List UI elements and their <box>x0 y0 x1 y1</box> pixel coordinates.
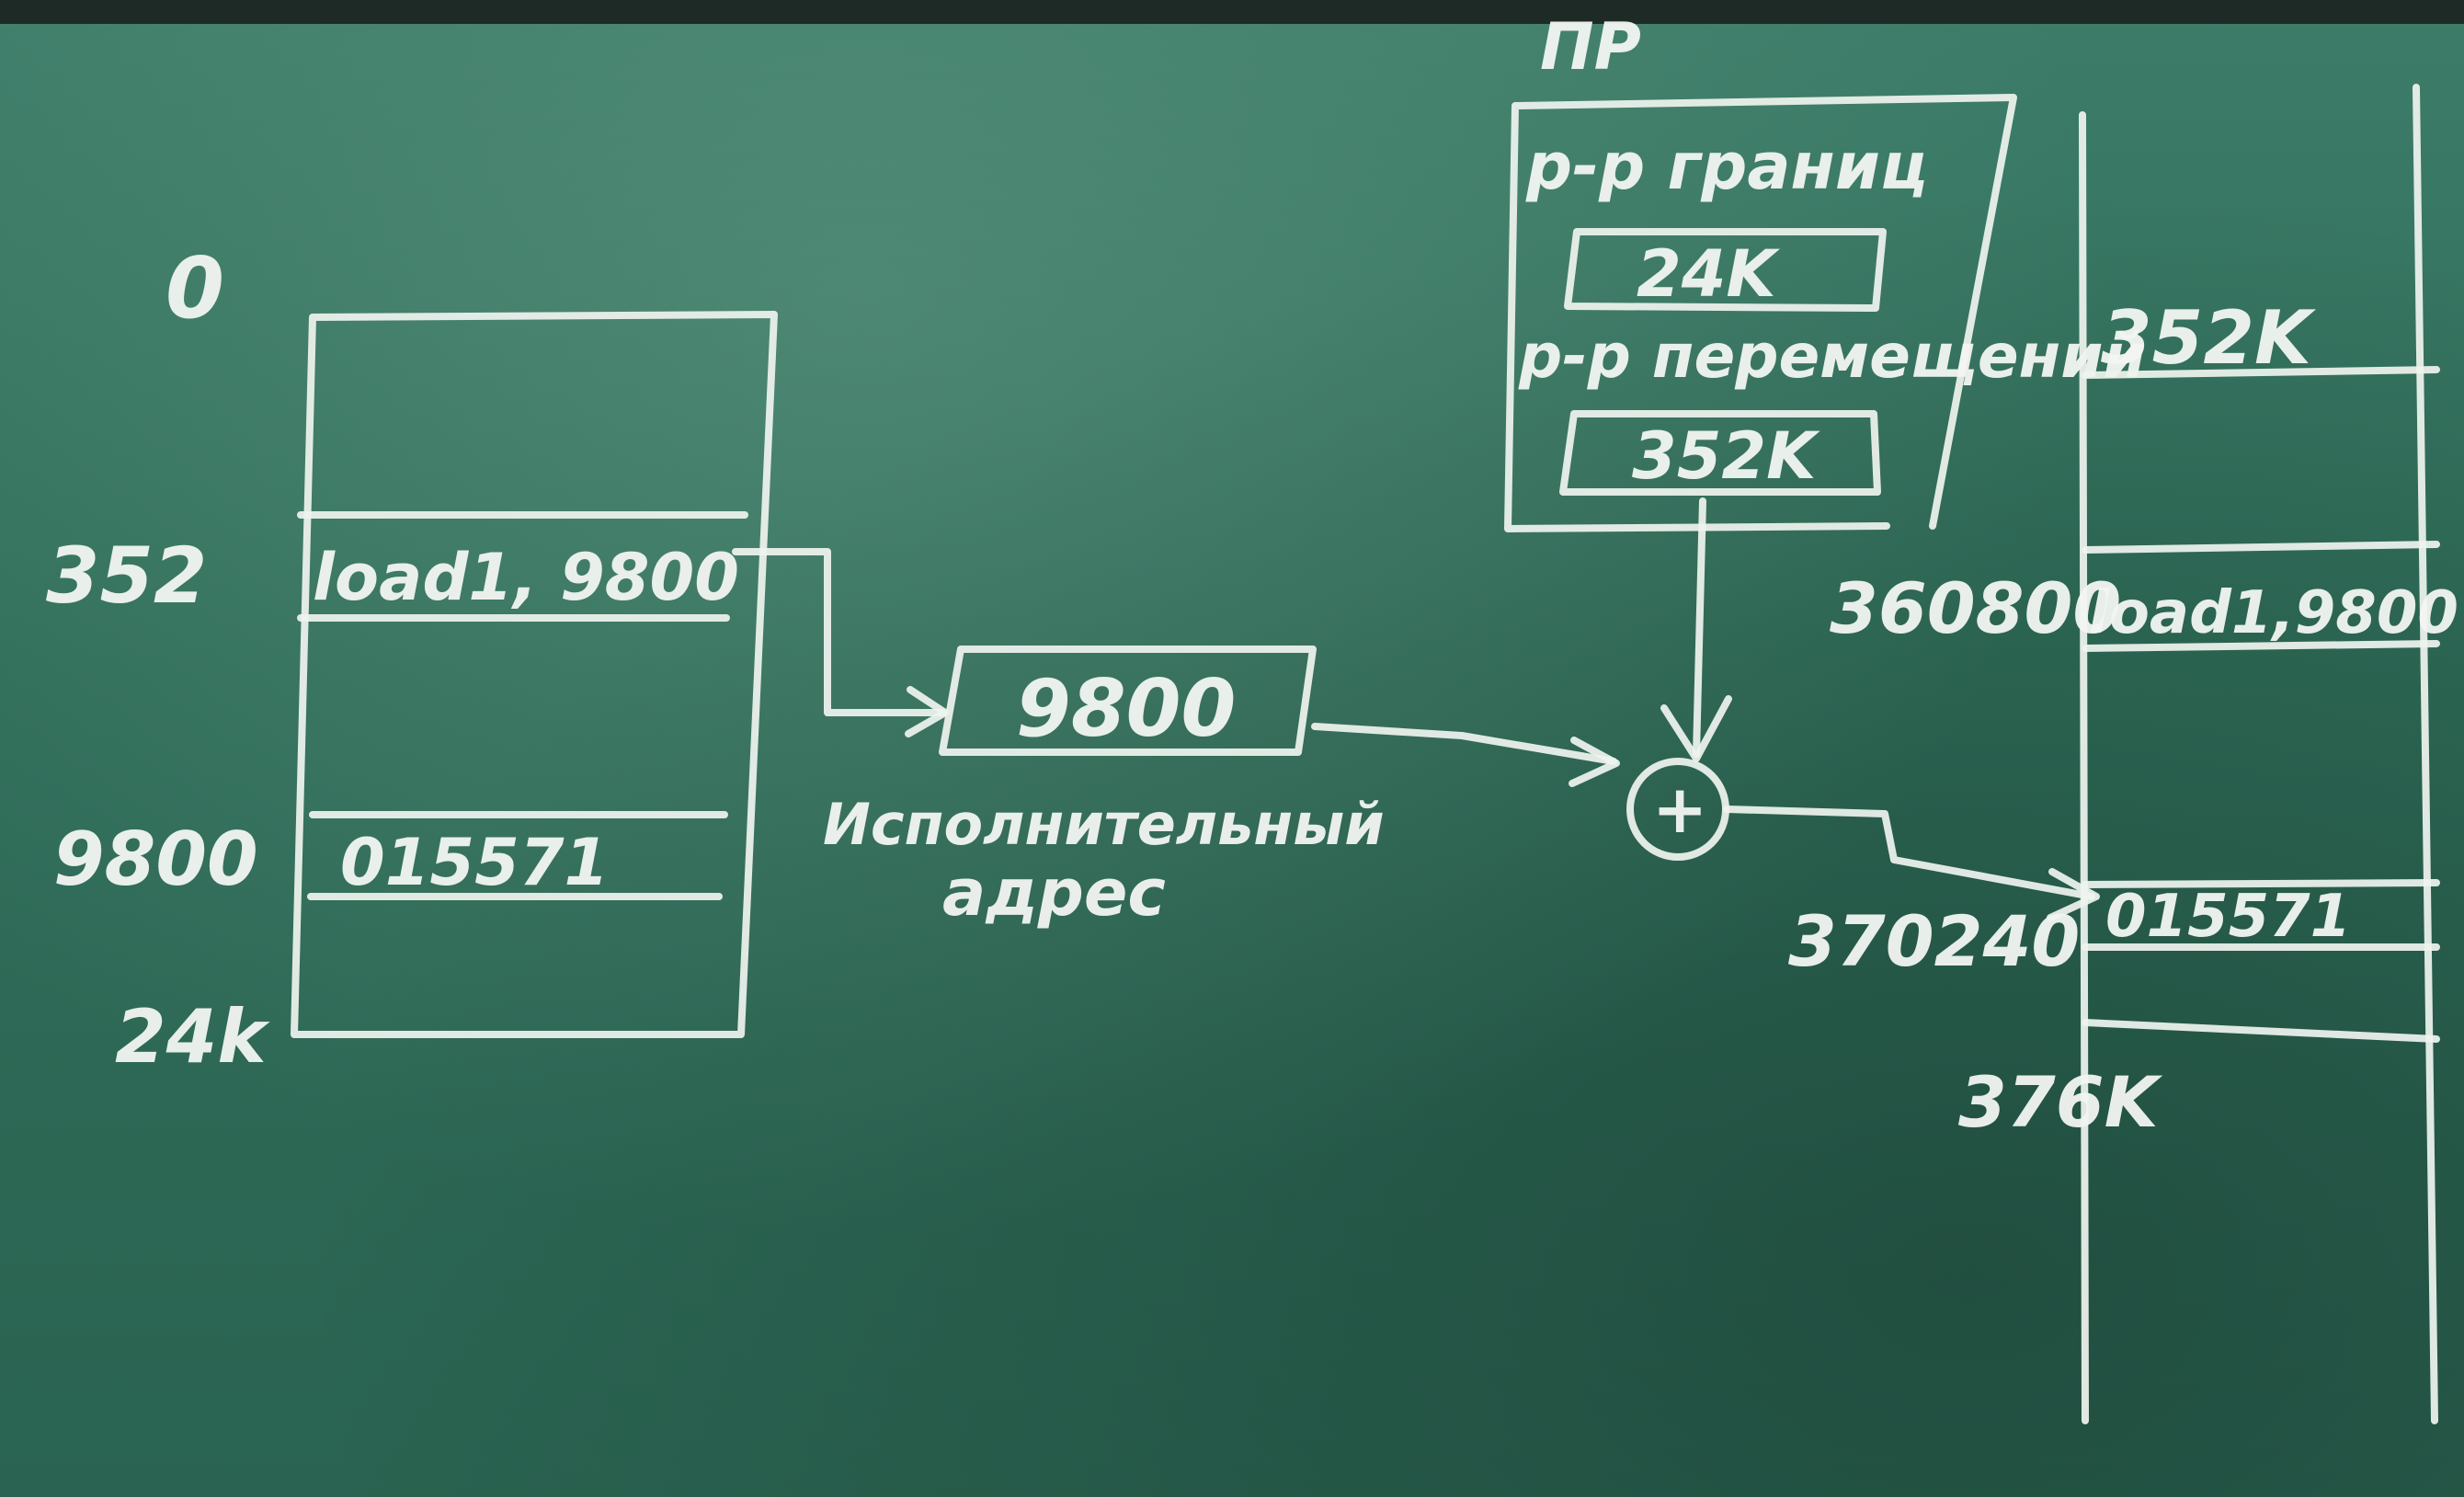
effective-address-label-line2: адрес <box>942 855 1166 931</box>
physical-memory: 352K 360800 370240 376K load1,9800 01557… <box>1788 84 2458 1424</box>
memory-addr-end: 376K <box>1958 1061 2163 1143</box>
memory-end-line <box>2082 1019 2440 1043</box>
processor-group: ПР р-р границ 24K р-р перемещений 352K <box>1504 9 2146 762</box>
memory-cell-data: 015571 <box>2105 883 2351 951</box>
limit-register-label: р-р границ <box>1525 129 1928 204</box>
memory-left-edge <box>2079 111 2089 1424</box>
arrow-relocation-to-adder <box>1693 497 1706 758</box>
arrow-instr-head <box>905 686 949 737</box>
limit-register-value: 24K <box>1637 236 1780 312</box>
relocation-register-value: 352K <box>1632 418 1820 494</box>
memory-right-edge <box>2413 84 2438 1424</box>
program-cell-instr: load1, 9800 <box>313 540 739 615</box>
effective-address-box <box>939 646 1317 756</box>
program-addr-start: 0 <box>165 239 224 337</box>
memory-instr-bottom-line <box>2082 640 2440 652</box>
board-top-edge <box>0 0 2464 24</box>
program-addr-data: 9800 <box>53 817 258 902</box>
effective-address-value: 9800 <box>1016 663 1236 755</box>
arrow-instr-to-effective-address <box>732 548 946 716</box>
memory-data-top-line <box>2082 879 2440 888</box>
memory-base-line <box>2082 366 2440 379</box>
program-addr-instr: 352 <box>46 531 207 621</box>
arrow-effective-address-head <box>1569 737 1620 787</box>
memory-addr-data: 370240 <box>1788 900 2080 982</box>
effective-address-label-line1: Исполнительный <box>823 791 1385 858</box>
limit-register-box <box>1564 228 1887 312</box>
relocation-register-box <box>1559 410 1881 496</box>
arrow-effective-address-to-adder <box>1311 723 1617 765</box>
adder-group: + <box>1626 758 2100 921</box>
adder-symbol: + <box>1652 771 1707 848</box>
arrow-adder-head <box>2047 868 2100 921</box>
program-address-space: 0 352 9800 24k load1, 9800 015571 <box>46 239 778 1080</box>
program-memory-box <box>291 311 778 1038</box>
processor-title: ПР <box>1540 9 1641 85</box>
program-cell-data: 015571 <box>340 825 609 900</box>
memory-instr-top-line <box>2082 541 2440 554</box>
memory-addr-instr: 360800 <box>1830 567 2121 649</box>
processor-box <box>1504 94 2017 532</box>
arrow-adder-to-memory <box>1723 806 2095 900</box>
memory-addr-base: 352K <box>2101 295 2316 381</box>
relocation-register-label: р-р перемещений <box>1518 321 2146 392</box>
memory-cell-instr: load1,9800 <box>2089 579 2458 647</box>
program-addr-end: 24k <box>115 994 270 1080</box>
arrow-relocation-head <box>1660 695 1732 762</box>
effective-address-group: 9800 Исполнительный адрес <box>732 548 1620 931</box>
